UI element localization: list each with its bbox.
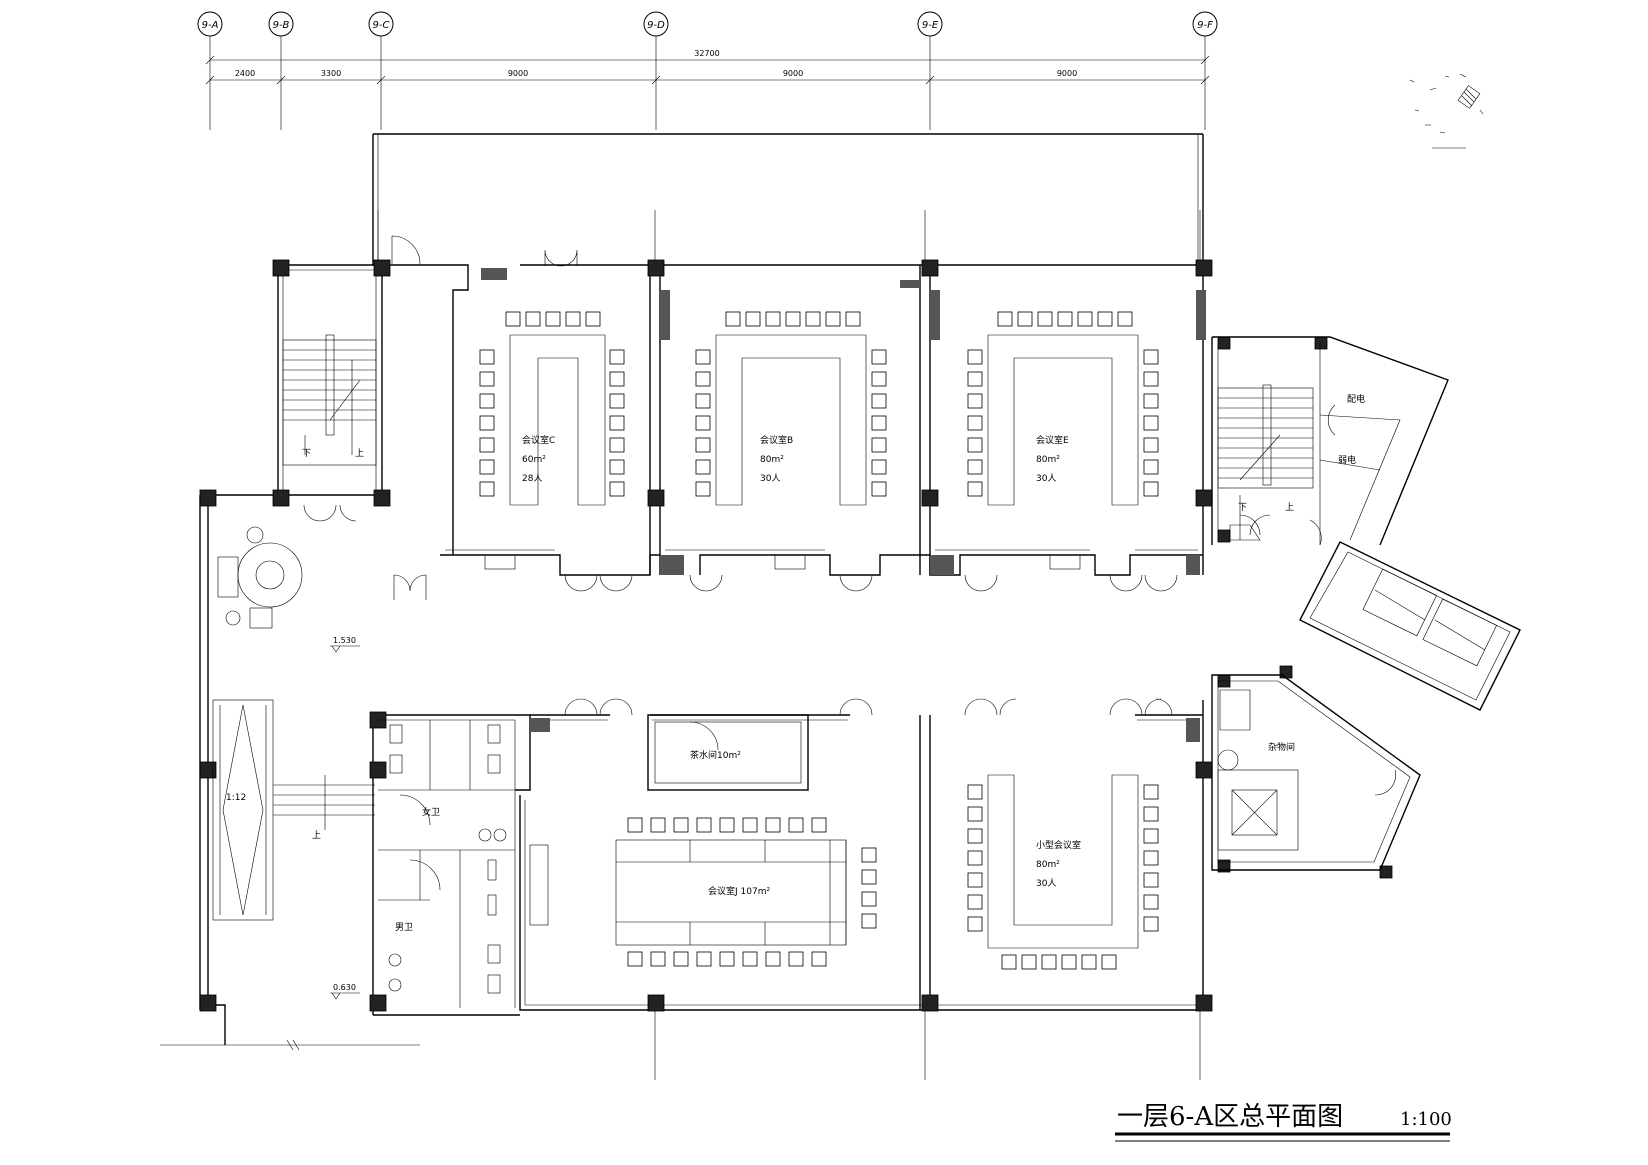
level-mark: 0.630 (333, 983, 356, 992)
drawing-scale: 1:100 (1400, 1109, 1452, 1130)
stair-label: 下 (1238, 503, 1247, 513)
chair-column (967, 349, 1159, 497)
level-mark: 1.530 (333, 636, 356, 645)
stair-right: 下 上 配电 弱电 (1211, 336, 1449, 546)
chair-row (1001, 954, 1117, 970)
axis-bubble: 9-C (368, 11, 394, 37)
axis-label: 9-F (1197, 20, 1213, 31)
ramp-slope: 1:12 (226, 793, 246, 803)
axis-label: 9-A (202, 20, 219, 31)
room-area: 80m² (760, 455, 784, 465)
room-label-storage: 杂物间 (1268, 741, 1295, 753)
tea-room: 茶水间10m² (647, 714, 809, 791)
chair-column (967, 784, 1159, 932)
room-area: 60m² (522, 455, 546, 465)
meeting-room-j: 会议室J 107m² (529, 817, 877, 967)
room-capacity: 30人 (1036, 878, 1056, 889)
dimension-segment: 3300 (321, 69, 341, 78)
room-label-weak-current: 弱电 (1338, 454, 1356, 466)
room-label: 会议室B (760, 434, 793, 446)
axis-bubble: 9-A (197, 11, 223, 37)
meeting-room-c: 会议室C 60m² 28人 (479, 311, 625, 570)
chair-row (997, 311, 1133, 327)
stair-label: 上 (1285, 502, 1294, 513)
room-label: 会议室J 107m² (708, 885, 770, 897)
chair-row (627, 817, 827, 967)
axis-label: 9-B (273, 20, 290, 31)
room-label: 会议室E (1036, 434, 1069, 446)
dimension-segment: 9000 (508, 69, 528, 78)
room-label: 茶水间10m² (690, 749, 741, 761)
entrance-ramp: 1:12 上 0.630 (212, 699, 375, 1000)
drawing-title-block: 一层6-A区总平面图 1:100 (1115, 1102, 1452, 1142)
dimension-segment: 2400 (235, 69, 255, 78)
stair-left: 下 上 (282, 334, 377, 466)
small-meeting-room: 小型会议室 80m² 30人 (967, 774, 1159, 970)
room-capacity: 28人 (522, 473, 542, 484)
room-label: 会议室C (522, 434, 555, 446)
chair-column (695, 349, 887, 497)
service-core: 杂物间 (1211, 674, 1421, 871)
axis-bubble: 9-B (268, 11, 294, 37)
stair-label: 下 (302, 449, 311, 459)
dimension-segment: 9000 (783, 69, 803, 78)
dimension-lines: 32700 2400 3300 9000 9000 9000 (205, 49, 1210, 85)
elevator-shaft (1299, 541, 1521, 711)
lobby-lounge: 1.530 (217, 526, 360, 653)
exterior-walls (160, 133, 1204, 1080)
chair-column (861, 847, 877, 929)
axis-label: 9-C (373, 20, 390, 31)
dimension-segment: 9000 (1057, 69, 1077, 78)
axis-bubble: 9-E (917, 11, 943, 37)
ramp-up-label: 上 (312, 830, 321, 841)
structural-columns (199, 259, 1393, 1012)
room-label: 小型会议室 (1036, 839, 1081, 851)
axis-label: 9-E (922, 20, 939, 31)
meeting-room-b: 会议室B 80m² 30人 (695, 311, 887, 570)
meeting-room-e: 会议室E 80m² 30人 (967, 311, 1159, 570)
room-capacity: 30人 (760, 473, 780, 484)
site-key-plan (1409, 73, 1484, 149)
room-capacity: 30人 (1036, 473, 1056, 484)
axis-bubble: 9-D (643, 11, 669, 37)
room-label-power: 配电 (1347, 393, 1365, 405)
chair-column (479, 349, 625, 497)
restrooms: 女卫 男卫 (378, 719, 516, 1008)
axis-grid: 9-A 9-B 9-C 9-D 9-E 9-F (197, 11, 1218, 130)
room-area: 80m² (1036, 455, 1060, 465)
door-swings (303, 235, 1396, 796)
room-label-mens-restroom: 男卫 (395, 922, 413, 933)
room-area: 80m² (1036, 860, 1060, 870)
room-label-womens-restroom: 女卫 (422, 806, 440, 818)
stair-label: 上 (355, 448, 364, 459)
drawing-title: 一层6-A区总平面图 (1117, 1102, 1343, 1132)
chair-row (725, 311, 861, 327)
dimension-total: 32700 (694, 49, 719, 58)
axis-bubble: 9-F (1192, 11, 1218, 37)
axis-label: 9-D (647, 20, 665, 31)
chair-row (505, 311, 601, 327)
